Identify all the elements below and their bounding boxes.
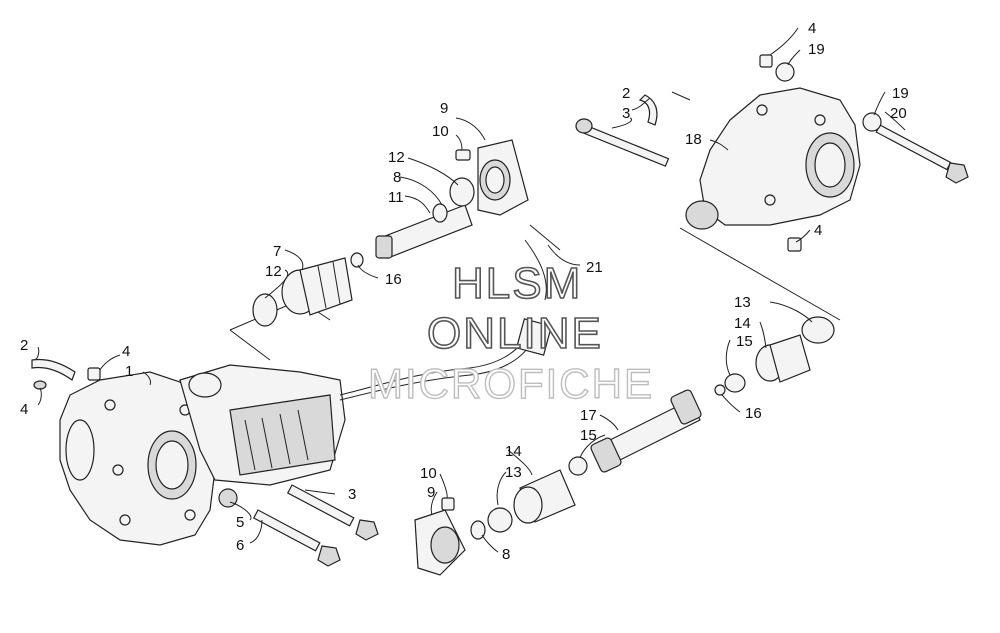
callout-3-left: 3 — [348, 486, 356, 503]
breather-hose-left — [31, 358, 101, 390]
callout-4-left-upper: 4 — [122, 343, 130, 360]
callout-12-left: 12 — [265, 263, 282, 280]
watermark: HLSM ONLINE MICROFICHE — [367, 258, 654, 408]
callout-17: 17 — [580, 407, 597, 424]
callout-labels: 1 2 4 4 3 5 6 7 12 16 11 12 8 9 10 21 2 … — [20, 20, 909, 563]
watermark-line-3: MICROFICHE — [368, 360, 654, 407]
callout-5: 5 — [236, 514, 244, 531]
shaft-lower — [414, 316, 835, 576]
callout-19-right: 19 — [892, 85, 909, 102]
wire-harness — [339, 224, 561, 401]
callout-11: 11 — [388, 189, 404, 206]
callout-4-left-lower: 4 — [20, 401, 28, 418]
callout-16-lower: 16 — [745, 405, 762, 422]
shaft-upper — [375, 139, 529, 259]
callout-15-lower: 15 — [580, 427, 597, 444]
callout-13-right: 13 — [734, 294, 751, 311]
callout-15-right: 15 — [736, 333, 753, 350]
rear-gear-case — [685, 87, 861, 230]
watermark-line-1: HLSM — [452, 259, 582, 308]
callout-8-lower: 8 — [502, 546, 510, 563]
callout-2-right: 2 — [622, 85, 630, 102]
callout-2-left: 2 — [20, 337, 28, 354]
callout-20: 20 — [890, 105, 907, 122]
callout-10-upper: 10 — [432, 123, 449, 140]
bolts-lower-left — [218, 484, 379, 567]
callout-9-upper: 9 — [440, 100, 448, 117]
callout-16-upper: 16 — [385, 271, 402, 288]
callout-8-upper: 8 — [393, 169, 401, 186]
callout-13-lower: 13 — [505, 464, 522, 481]
callout-19-upper: 19 — [808, 41, 825, 58]
callout-10-lower: 10 — [420, 465, 437, 482]
callout-12-upper: 12 — [388, 149, 405, 166]
actuator-housing — [179, 364, 346, 486]
watermark-line-2: ONLINE — [427, 309, 603, 358]
callout-1: 1 — [125, 363, 133, 380]
callout-4-right-lower: 4 — [814, 222, 822, 239]
callout-3-right: 3 — [622, 105, 630, 122]
front-gear-case — [59, 371, 216, 546]
leader-lines — [34, 27, 906, 553]
callout-14-lower: 14 — [505, 443, 522, 460]
right-hardware — [575, 54, 969, 252]
callout-4-right-upper: 4 — [808, 20, 816, 37]
callout-14-right: 14 — [734, 315, 751, 332]
callout-7: 7 — [273, 243, 281, 260]
callout-9-lower: 9 — [427, 484, 435, 501]
cv-boot-upper — [252, 252, 364, 327]
callout-6: 6 — [236, 537, 244, 554]
callout-18: 18 — [685, 131, 702, 148]
callout-21: 21 — [586, 259, 603, 276]
